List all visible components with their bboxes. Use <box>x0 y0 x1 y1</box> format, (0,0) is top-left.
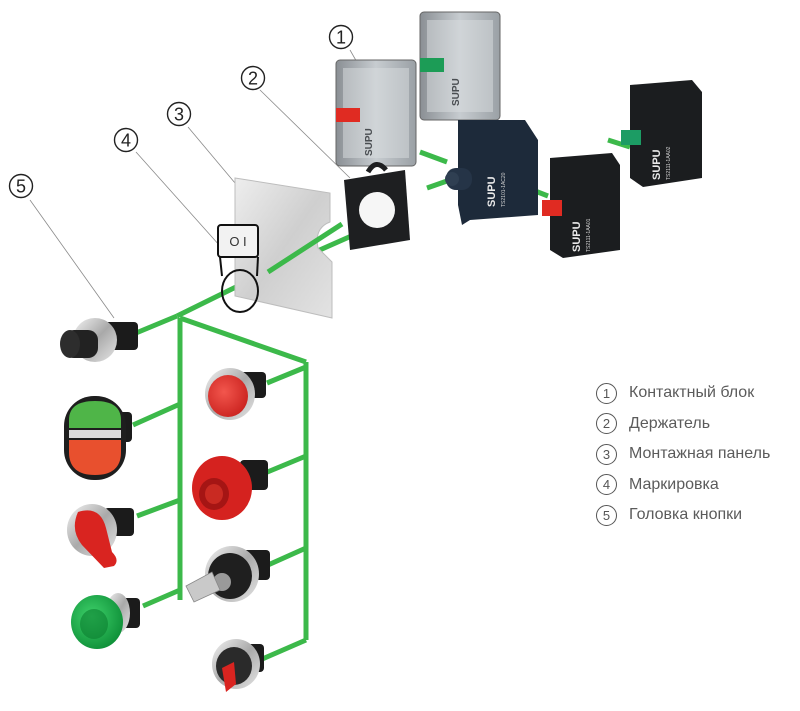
legend-item: 2 Держатель <box>596 409 770 440</box>
red-actuator <box>542 200 562 216</box>
legend-number-circle: 4 <box>596 474 617 496</box>
red-actuator <box>336 108 360 122</box>
button-head-red-selector <box>67 504 134 568</box>
connector-branch <box>135 313 178 336</box>
callout-4: 4 <box>113 127 139 153</box>
legend-item: 3 Монтажная панель <box>596 439 770 470</box>
svg-text:TS2111-1AA01: TS2111-1AA01 <box>586 218 592 252</box>
contact-block-black-red: SUPU TS2111-1AA01 <box>542 153 620 258</box>
connector-branch <box>142 587 181 609</box>
connector-branch <box>136 497 181 519</box>
callout-5: 5 <box>8 173 34 199</box>
svg-text:SUPU: SUPU <box>451 78 462 106</box>
leader-line-4 <box>135 151 221 247</box>
svg-text:SUPU: SUPU <box>364 128 375 156</box>
connector-lines <box>131 137 631 663</box>
connector-branch <box>131 401 182 428</box>
connector-dash <box>426 178 448 191</box>
svg-text:SUPU: SUPU <box>651 149 663 180</box>
svg-text:TS2111-1AA02: TS2111-1AA02 <box>666 146 672 180</box>
legend: 1 Контактный блок 2 Держатель 3 Монтажна… <box>596 378 770 531</box>
legend-label: Держатель <box>629 414 711 432</box>
connector-branch <box>266 545 308 568</box>
button-head-green-mushroom <box>71 593 140 649</box>
button-head-red-lever <box>212 639 264 692</box>
contact-block-transparent-red: SUPU <box>335 59 417 167</box>
contact-block-black-green: SUPU TS2111-1AA02 <box>621 80 702 187</box>
connector-branch <box>179 315 307 365</box>
leader-line-3 <box>187 126 236 184</box>
connector-dash <box>419 149 448 165</box>
button-head-double-green-red <box>64 396 132 480</box>
button-head-key-switch <box>185 546 270 603</box>
svg-text:3: 3 <box>174 105 184 125</box>
legend-label: Монтажная панель <box>629 445 771 463</box>
button-head-red-illuminated-mushroom <box>192 456 268 520</box>
legend-label: Головка кнопки <box>629 506 743 524</box>
legend-number-circle: 5 <box>596 504 617 526</box>
svg-text:1: 1 <box>336 28 346 48</box>
svg-text:4: 4 <box>121 131 131 151</box>
button-head-black-extended <box>60 318 138 362</box>
legend-item: 1 Контактный блок <box>596 378 770 409</box>
svg-text:TS2101-1AC20: TS2101-1AC20 <box>501 172 507 207</box>
green-actuator <box>621 130 641 145</box>
svg-text:SUPU: SUPU <box>486 176 498 207</box>
mounting-panel <box>234 177 333 319</box>
legend-item: 4 Маркировка <box>596 470 770 501</box>
connector-branch <box>266 364 307 386</box>
legend-item: 5 Головка кнопки <box>596 500 770 531</box>
callout-1: 1 <box>328 24 354 50</box>
legend-label: Маркировка <box>629 475 719 493</box>
legend-number-circle: 1 <box>596 382 617 404</box>
marking-plate: O I <box>217 224 259 313</box>
connector-branch <box>264 453 307 476</box>
callout-2: 2 <box>240 65 266 91</box>
callout-3: 3 <box>166 101 192 127</box>
svg-text:5: 5 <box>16 177 26 197</box>
legend-number-circle: 3 <box>596 443 617 465</box>
leader-line-2 <box>259 89 351 179</box>
contact-block-transparent-green: SUPU <box>419 11 501 121</box>
led-block: SUPU TS2101-1AC20 <box>445 120 538 225</box>
leader-lines <box>29 49 359 319</box>
legend-number-circle: 2 <box>596 413 617 435</box>
key-icon <box>185 571 221 603</box>
leader-line-5 <box>29 199 115 319</box>
button-head-red-flush <box>205 368 266 420</box>
svg-text:SUPU: SUPU <box>571 221 583 252</box>
svg-text:O I: O I <box>229 234 246 249</box>
holder <box>344 162 410 250</box>
connector-main <box>266 221 344 275</box>
connector-branch <box>259 637 307 663</box>
connector-dash <box>607 137 631 150</box>
svg-text:2: 2 <box>248 69 258 89</box>
connector-main <box>175 282 242 319</box>
green-actuator <box>420 58 444 72</box>
legend-label: Контактный блок <box>629 384 755 402</box>
